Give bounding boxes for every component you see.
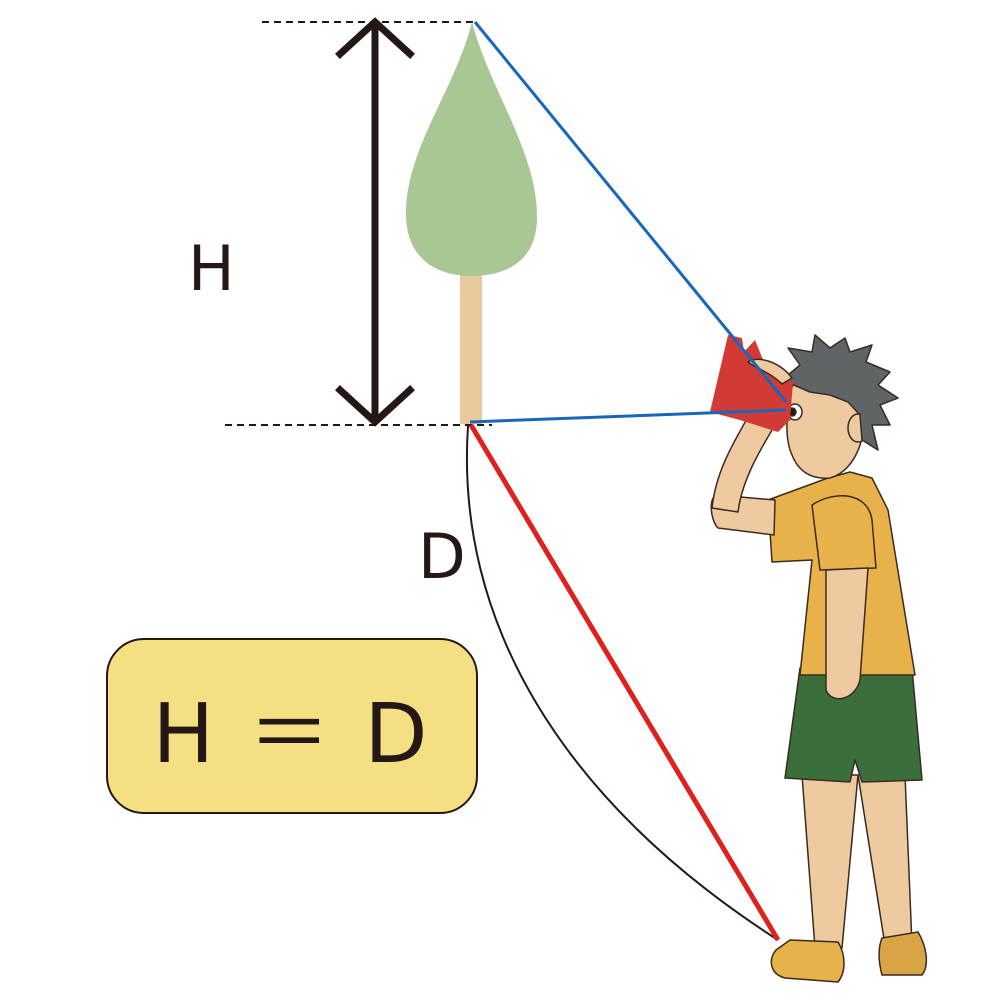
distance-line bbox=[468, 423, 781, 942]
height-arrow bbox=[335, 17, 415, 427]
sight-line-base bbox=[469, 408, 787, 424]
equation-box: H ＝ D bbox=[106, 638, 478, 814]
leg-back bbox=[857, 774, 913, 946]
arm-down bbox=[825, 567, 869, 700]
sight-line-top bbox=[473, 21, 788, 403]
shoe-front bbox=[770, 939, 845, 983]
equation-text: H ＝ D bbox=[152, 686, 432, 782]
person bbox=[710, 334, 928, 983]
height-label: H bbox=[188, 232, 235, 305]
leg-front bbox=[801, 774, 859, 949]
sleeve bbox=[811, 494, 877, 571]
tree-trunk bbox=[460, 272, 482, 424]
distance-label: D bbox=[418, 520, 466, 593]
hair bbox=[781, 334, 899, 451]
tree bbox=[405, 22, 538, 424]
shorts bbox=[784, 667, 923, 783]
distance-arc bbox=[466, 425, 779, 941]
tree-leaves bbox=[405, 22, 538, 276]
shoe-back bbox=[878, 931, 928, 976]
sighting-device bbox=[710, 335, 793, 432]
